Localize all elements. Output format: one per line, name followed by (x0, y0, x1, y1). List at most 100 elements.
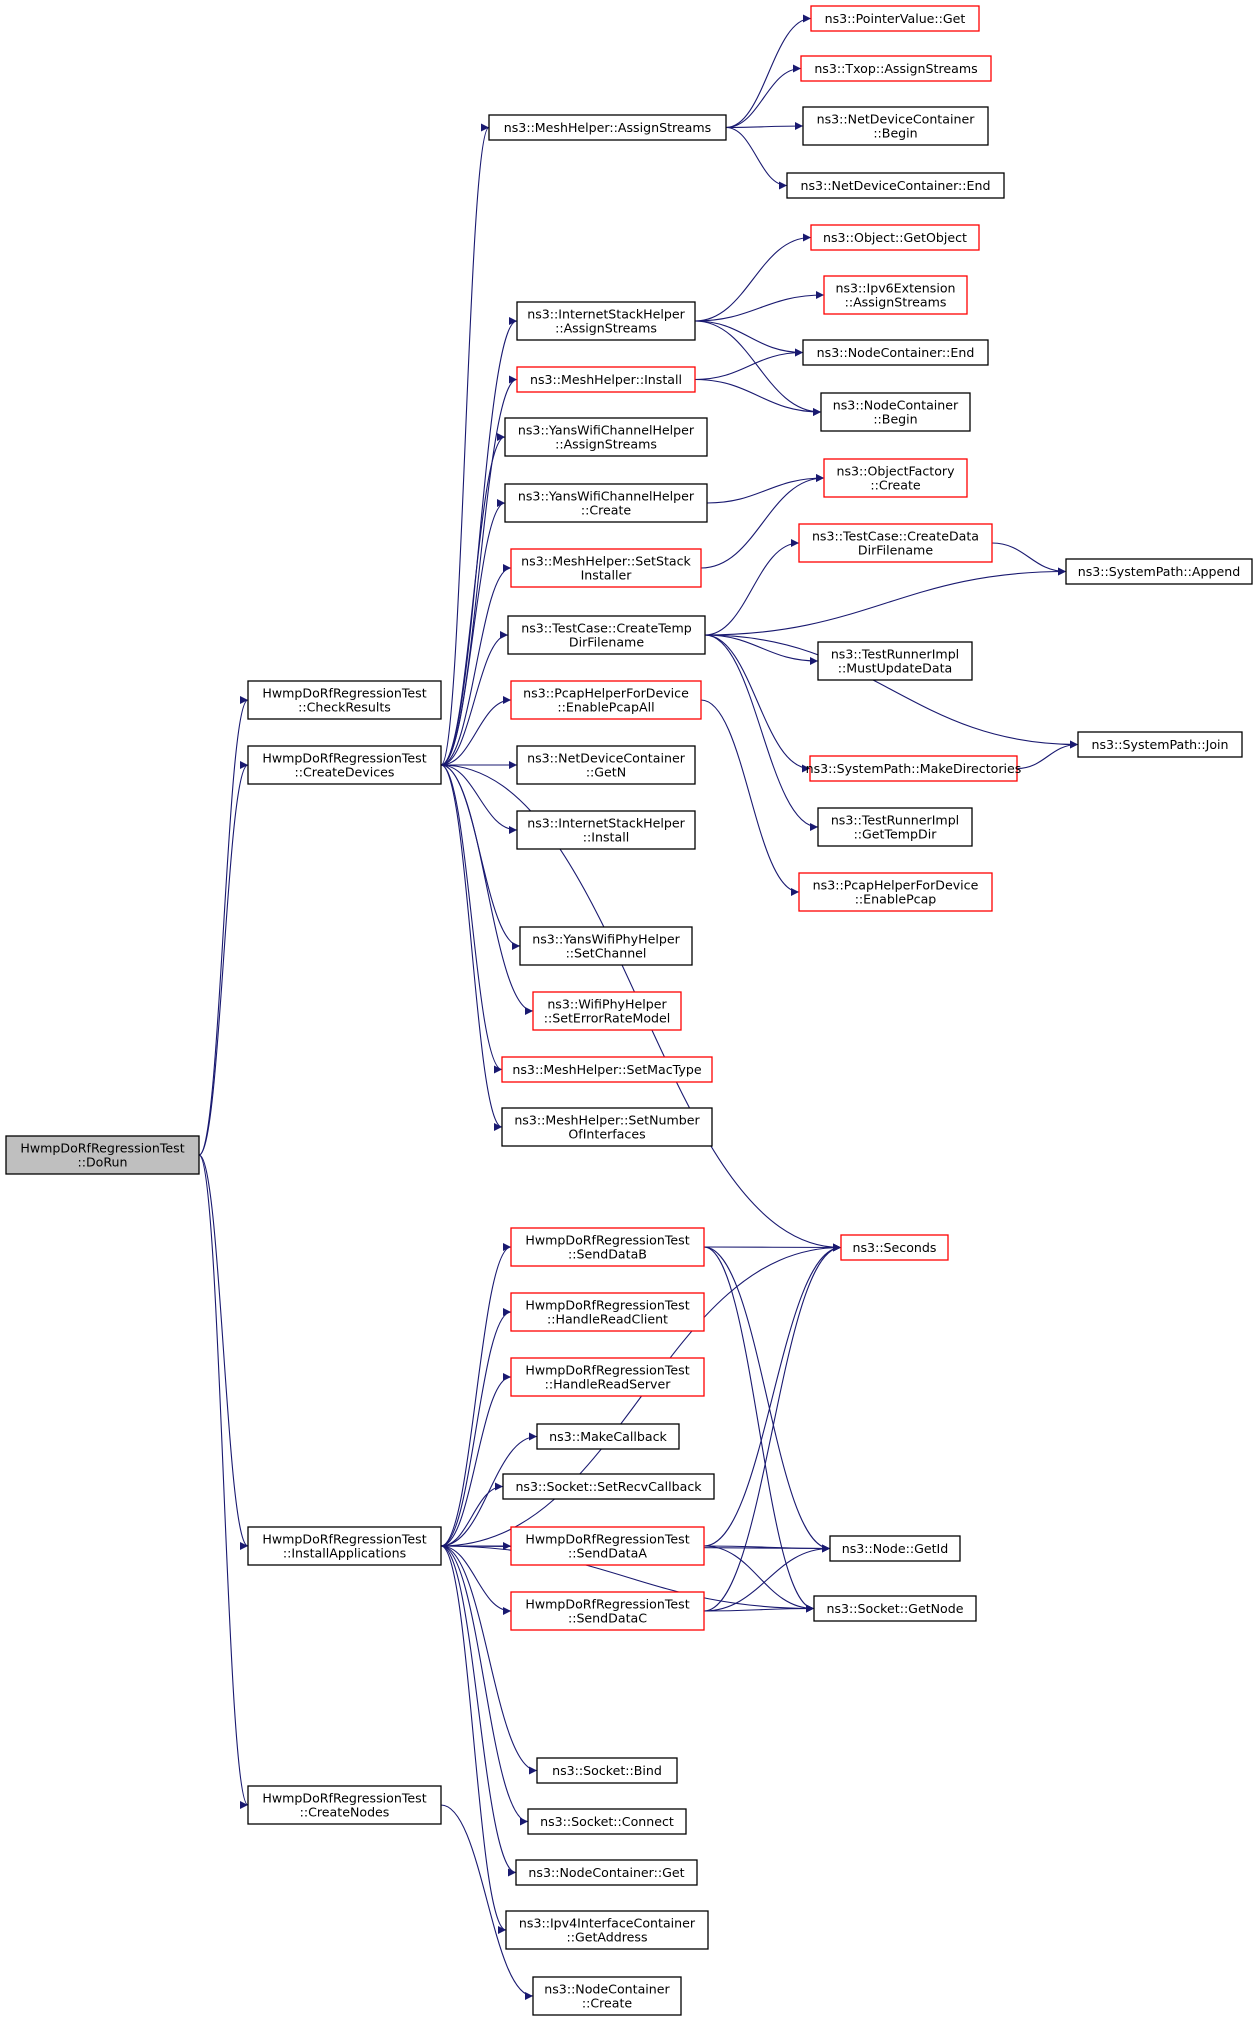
node-label: ::DoRun (77, 1155, 127, 1170)
node-nc-create[interactable]: ns3::NodeContainer::Create (532, 1976, 682, 2016)
node-label: ns3::Seconds (853, 1240, 937, 1255)
edge-dorun-to-checkresults (198, 696, 249, 1156)
node-box (501, 1056, 713, 1083)
node-label: ns3::Ipv6Extension (835, 281, 955, 296)
node-ywch-assign[interactable]: ns3::YansWifiChannelHelper::AssignStream… (504, 417, 708, 457)
node-sp-join[interactable]: ns3::SystemPath::Join (1077, 731, 1243, 758)
node-label: ns3::MeshHelper::Install (530, 372, 682, 387)
node-label: ::Create (581, 503, 632, 518)
node-txop-assign[interactable]: ns3::Txop::AssignStreams (800, 55, 992, 82)
node-checkresults[interactable]: HwmpDoRfRegressionTest::CheckResults (247, 680, 442, 720)
node-label: DirFilename (569, 635, 644, 650)
node-tri-gettempdir[interactable]: ns3::TestRunnerImpl::GetTempDir (817, 807, 973, 847)
node-ish-install[interactable]: ns3::InternetStackHelper::Install (516, 810, 696, 850)
node-box (510, 1292, 705, 1332)
edge-installapps-to-sock_getnode (440, 1545, 815, 1613)
node-handlereadserver[interactable]: HwmpDoRfRegressionTest::HandleReadServer (510, 1357, 705, 1397)
nodes-layer: HwmpDoRfRegressionTest::DoRunHwmpDoRfReg… (5, 5, 1253, 2016)
node-label: HwmpDoRfRegressionTest (525, 1597, 689, 1612)
node-label: ns3::Object::GetObject (823, 230, 967, 245)
node-ndc-end[interactable]: ns3::NetDeviceContainer::End (786, 172, 1005, 199)
node-tri-mustupdate[interactable]: ns3::TestRunnerImpl::MustUpdateData (817, 641, 973, 681)
edge-senddataa-to-node_getid (703, 1544, 831, 1553)
node-box (532, 1976, 682, 2016)
edge-installapps-to-sock_connect (440, 1545, 529, 1826)
node-mh-install[interactable]: ns3::MeshHelper::Install (516, 366, 696, 393)
node-box (510, 1526, 705, 1566)
node-label: ::SendDataC (568, 1611, 647, 1626)
node-sp-append[interactable]: ns3::SystemPath::Append (1065, 558, 1253, 585)
node-wph-seterror[interactable]: ns3::WifiPhyHelper::SetErrorRateModel (532, 991, 682, 1031)
node-senddatac[interactable]: HwmpDoRfRegressionTest::SendDataC (510, 1591, 705, 1631)
node-label: ns3::NodeContainer (833, 398, 959, 413)
node-mh-setmactype[interactable]: ns3::MeshHelper::SetMacType (501, 1056, 713, 1083)
edge-mh_install-to-nc_end (694, 348, 804, 381)
node-box (505, 1910, 709, 1950)
node-ywph-setchannel[interactable]: ns3::YansWifiPhyHelper::SetChannel (519, 926, 693, 966)
node-ptrval-get[interactable]: ns3::PointerValue::Get (810, 5, 980, 32)
node-ndc-begin[interactable]: ns3::NetDeviceContainer::Begin (802, 106, 989, 146)
node-sock-bind[interactable]: ns3::Socket::Bind (536, 1757, 678, 1784)
edge-mh_assign-to-ndc_end (725, 126, 788, 190)
node-handlereadclient[interactable]: HwmpDoRfRegressionTest::HandleReadClient (510, 1292, 705, 1332)
node-label: ns3::PcapHelperForDevice (813, 878, 979, 893)
edge-createdevices-to-tc_createtempdir (440, 631, 509, 766)
node-label: ns3::MeshHelper::AssignStreams (504, 120, 711, 135)
node-node-getid[interactable]: ns3::Node::GetId (829, 1535, 961, 1562)
node-nc-end[interactable]: ns3::NodeContainer::End (802, 339, 989, 366)
node-ipv6ext-assign[interactable]: ns3::Ipv6Extension::AssignStreams (823, 275, 968, 315)
edge-mh_setstack-to-objfactory_create (700, 474, 825, 569)
node-makecallback[interactable]: ns3::MakeCallback (536, 1423, 680, 1450)
node-sock-getnode[interactable]: ns3::Socket::GetNode (813, 1595, 977, 1622)
node-box (516, 810, 696, 850)
node-phfd-enableall[interactable]: ns3::PcapHelperForDevice::EnablePcapAll (510, 680, 702, 720)
node-nc-begin[interactable]: ns3::NodeContainer::Begin (820, 392, 971, 432)
node-sock-setrecv[interactable]: ns3::Socket::SetRecvCallback (502, 1473, 715, 1500)
node-createnodes[interactable]: HwmpDoRfRegressionTest::CreateNodes (247, 1785, 442, 1825)
edge-ywch_create-to-objfactory_create (706, 474, 825, 504)
node-nc-get[interactable]: ns3::NodeContainer::Get (515, 1859, 698, 1886)
node-sock-connect[interactable]: ns3::Socket::Connect (527, 1808, 687, 1835)
node-label: ns3::TestRunnerImpl (831, 813, 959, 828)
node-objfactory-create[interactable]: ns3::ObjectFactory::Create (823, 458, 968, 498)
node-label: ns3::NetDeviceContainer (527, 751, 686, 766)
edge-createnodes-to-nc_create (440, 1804, 534, 2000)
node-mh-assign[interactable]: ns3::MeshHelper::AssignStreams (488, 114, 727, 141)
node-box (247, 1526, 442, 1566)
node-box (823, 275, 968, 315)
node-label: ns3::MeshHelper::SetNumber (514, 1113, 700, 1128)
edge-createdevices-to-ywch_assign (440, 433, 506, 766)
node-box (527, 1808, 687, 1835)
node-label: ns3::InternetStackHelper (527, 307, 685, 322)
node-senddatab[interactable]: HwmpDoRfRegressionTest::SendDataB (510, 1227, 705, 1267)
node-installapps[interactable]: HwmpDoRfRegressionTest::InstallApplicati… (247, 1526, 442, 1566)
node-box (823, 458, 968, 498)
edge-sp_makedirs-to-sp_join (1016, 740, 1079, 770)
node-createdevices[interactable]: HwmpDoRfRegressionTest::CreateDevices (247, 745, 442, 785)
edge-mh_assign-to-ndc_begin (725, 122, 804, 131)
node-box (510, 1227, 705, 1267)
node-seconds[interactable]: ns3::Seconds (840, 1234, 949, 1261)
node-ndc-getn[interactable]: ns3::NetDeviceContainer::GetN (516, 745, 696, 785)
node-phfd-enable[interactable]: ns3::PcapHelperForDevice::EnablePcap (798, 872, 993, 912)
node-obj-getobject[interactable]: ns3::Object::GetObject (810, 224, 980, 251)
node-sp-makedirs[interactable]: ns3::SystemPath::MakeDirectories (806, 755, 1022, 782)
edge-createdevices-to-mh_setstack (440, 564, 512, 766)
node-ywch-create[interactable]: ns3::YansWifiChannelHelper::Create (504, 483, 708, 523)
node-dorun[interactable]: HwmpDoRfRegressionTest::DoRun (5, 1135, 200, 1175)
node-ipv4ic-getaddr[interactable]: ns3::Ipv4InterfaceContainer::GetAddress (505, 1910, 709, 1950)
node-label: ::CreateNodes (300, 1805, 390, 1820)
node-label: ::Create (582, 1996, 633, 2011)
node-ish-assign[interactable]: ns3::InternetStackHelper::AssignStreams (516, 301, 696, 341)
edge-phfd_enableall-to-phfd_enable (700, 699, 800, 896)
edge-ish_assign-to-nc_begin (694, 320, 822, 416)
node-label: ns3::TestCase::CreateTemp (521, 621, 692, 636)
node-box (488, 114, 727, 141)
node-box (820, 392, 971, 432)
edge-tc_createtempdir-to-tri_gettempdir (704, 634, 819, 831)
node-senddataa[interactable]: HwmpDoRfRegressionTest::SendDataA (510, 1526, 705, 1566)
